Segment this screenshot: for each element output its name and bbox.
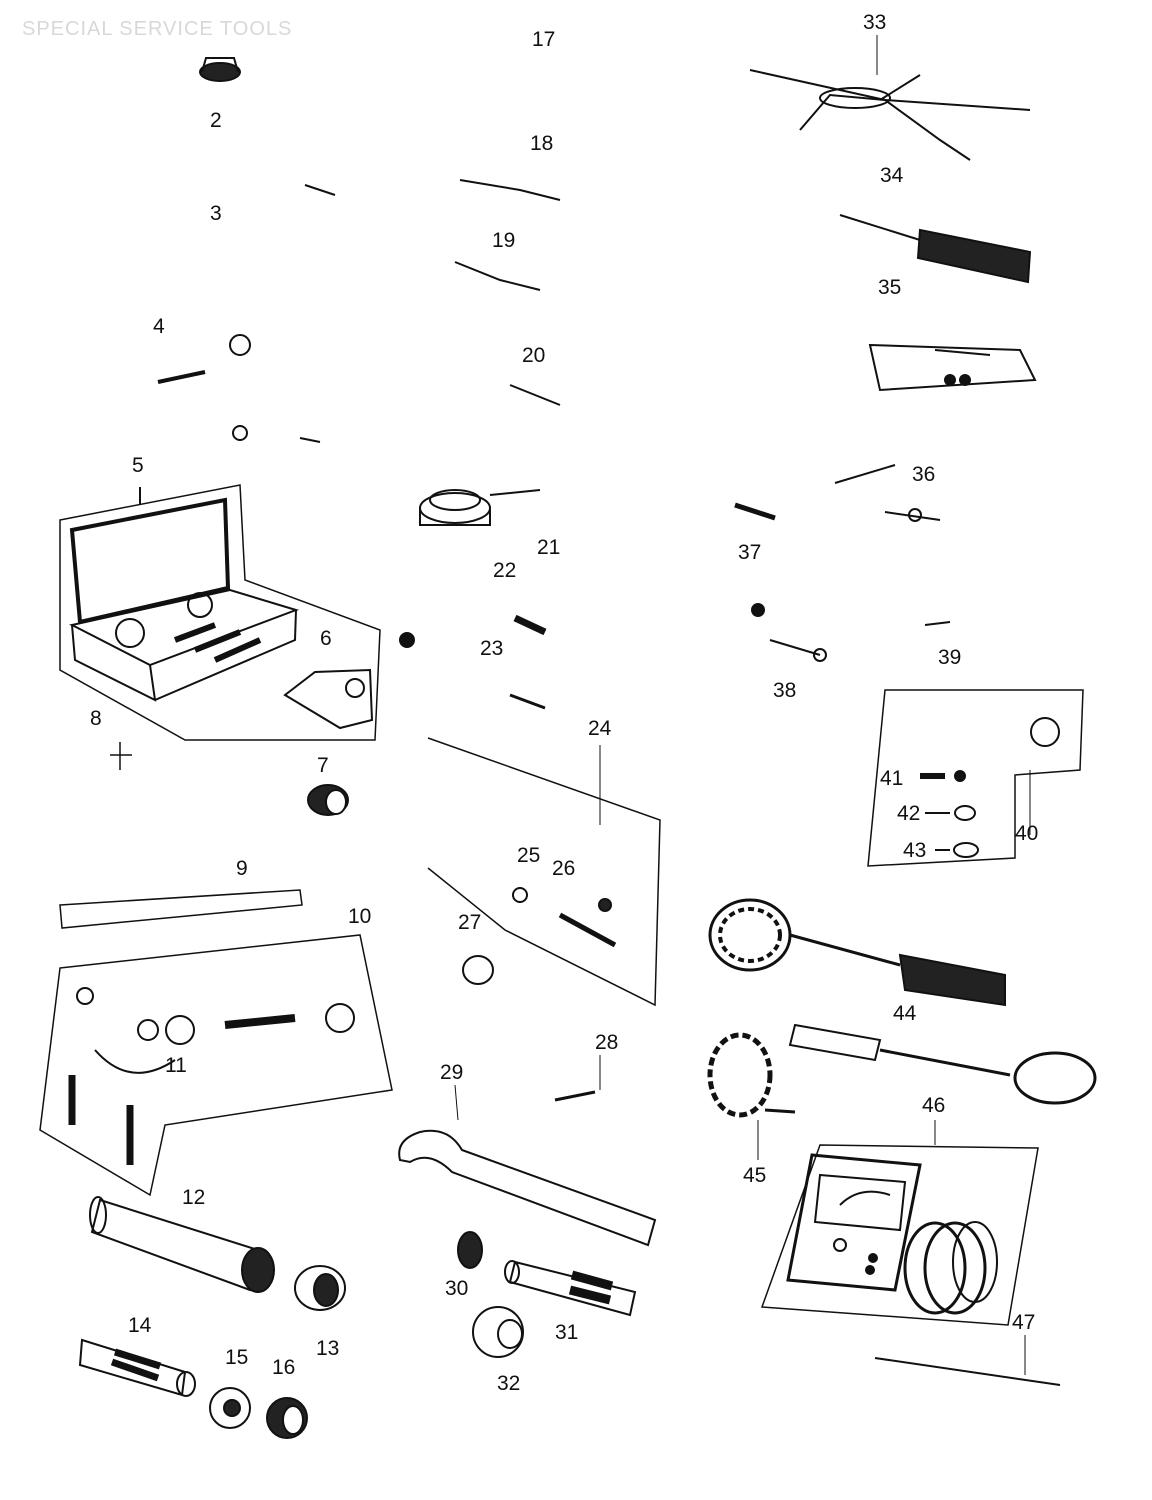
tool-39-clip [924, 621, 951, 626]
tool-30-bushing [457, 1231, 483, 1269]
callout-6: 6 [320, 627, 332, 650]
tool-4-puller [157, 334, 321, 443]
callout-23: 23 [480, 637, 504, 660]
callout-35: 35 [878, 276, 902, 299]
tool-36-punch [834, 464, 941, 522]
tool-5-case [59, 484, 381, 741]
tool-13-collar [294, 1265, 346, 1311]
callout-7: 7 [317, 754, 329, 777]
tool-40-panel [867, 689, 1084, 867]
tool-32-cap [472, 1306, 524, 1358]
callout-13: 13 [316, 1337, 340, 1360]
diagram-title: SPECIAL SERVICE TOOLS [22, 18, 293, 40]
callout-29: 29 [440, 1061, 464, 1084]
callout-16: 16 [272, 1356, 296, 1379]
callout-24: 24 [588, 717, 612, 740]
callout-38: 38 [773, 679, 797, 702]
tool-9-bar [59, 889, 303, 929]
tool-44-filter-wrench [708, 898, 1097, 1105]
tool-35-block [868, 343, 1037, 392]
callout-44: 44 [893, 1002, 917, 1025]
tool-31-driver [504, 1260, 637, 1317]
callout-36: 36 [912, 463, 936, 486]
tool-23-punch [509, 693, 546, 710]
tool-24-panel [427, 737, 661, 1007]
tool-8-pin [110, 742, 132, 770]
callout-14: 14 [128, 1314, 152, 1337]
callout-28: 28 [595, 1031, 619, 1054]
callout-12: 12 [182, 1186, 206, 1209]
callout-8: 8 [90, 707, 102, 730]
callout-3: 3 [210, 202, 222, 225]
callout-42: 42 [897, 802, 921, 825]
tool-45-strap-wrench [707, 1032, 796, 1118]
callout-27: 27 [458, 911, 482, 934]
callout-31: 31 [555, 1321, 579, 1344]
tool-37-pin [734, 502, 776, 521]
callout-47: 47 [1012, 1311, 1036, 1334]
callout-18: 18 [530, 132, 554, 155]
callout-11: 11 [165, 1054, 187, 1077]
callout-45: 45 [743, 1164, 767, 1187]
tool-10-set-panel [39, 934, 393, 1197]
callout-40: 40 [1015, 822, 1039, 845]
callout-30: 30 [445, 1277, 469, 1300]
callout-41: 41 [880, 767, 904, 790]
callout-37: 37 [738, 541, 762, 564]
callout-4: 4 [153, 315, 165, 338]
tool-33-gear-puller [749, 69, 1031, 161]
callout-43: 43 [903, 839, 927, 862]
callout-15: 15 [225, 1346, 249, 1369]
callout-46: 46 [922, 1094, 946, 1117]
tool-2-knob [199, 57, 241, 82]
tool-7-socket [307, 784, 349, 816]
tool-15-nut [209, 1387, 251, 1429]
callout-5: 5 [132, 454, 144, 477]
tool-46-tester [760, 1144, 1039, 1326]
callout-39: 39 [938, 646, 962, 669]
callout-22: 22 [493, 559, 517, 582]
callout-21: 21 [537, 536, 561, 559]
tool-16-cap [266, 1397, 308, 1439]
leader-lines [454, 35, 1031, 1375]
tool-38-assembly [751, 603, 827, 662]
callout-10: 10 [348, 905, 372, 928]
callout-9: 9 [236, 857, 248, 880]
callout-19: 19 [492, 229, 516, 252]
tool-27-cup [462, 955, 494, 985]
callout-34: 34 [880, 164, 904, 187]
tool-28-pin [554, 1090, 596, 1102]
tool-47-probe [874, 1357, 1061, 1386]
callout-33: 33 [863, 11, 887, 34]
tool-14-drift [78, 1338, 196, 1397]
tool-6-plate [283, 632, 415, 730]
callout-2: 2 [210, 109, 222, 132]
tool-34-handle [839, 214, 1032, 284]
tool-17-18-19-hooks [304, 179, 561, 406]
tool-22-pin [513, 614, 547, 636]
callout-17: 17 [532, 28, 556, 51]
callout-26: 26 [552, 857, 576, 880]
callout-25: 25 [517, 844, 541, 867]
tool-29-hook-wrench [398, 1129, 657, 1247]
callout-32: 32 [497, 1372, 521, 1395]
tool-12-sleeve [89, 1196, 275, 1293]
tool-21-puller [419, 489, 541, 526]
callout-20: 20 [522, 344, 546, 367]
